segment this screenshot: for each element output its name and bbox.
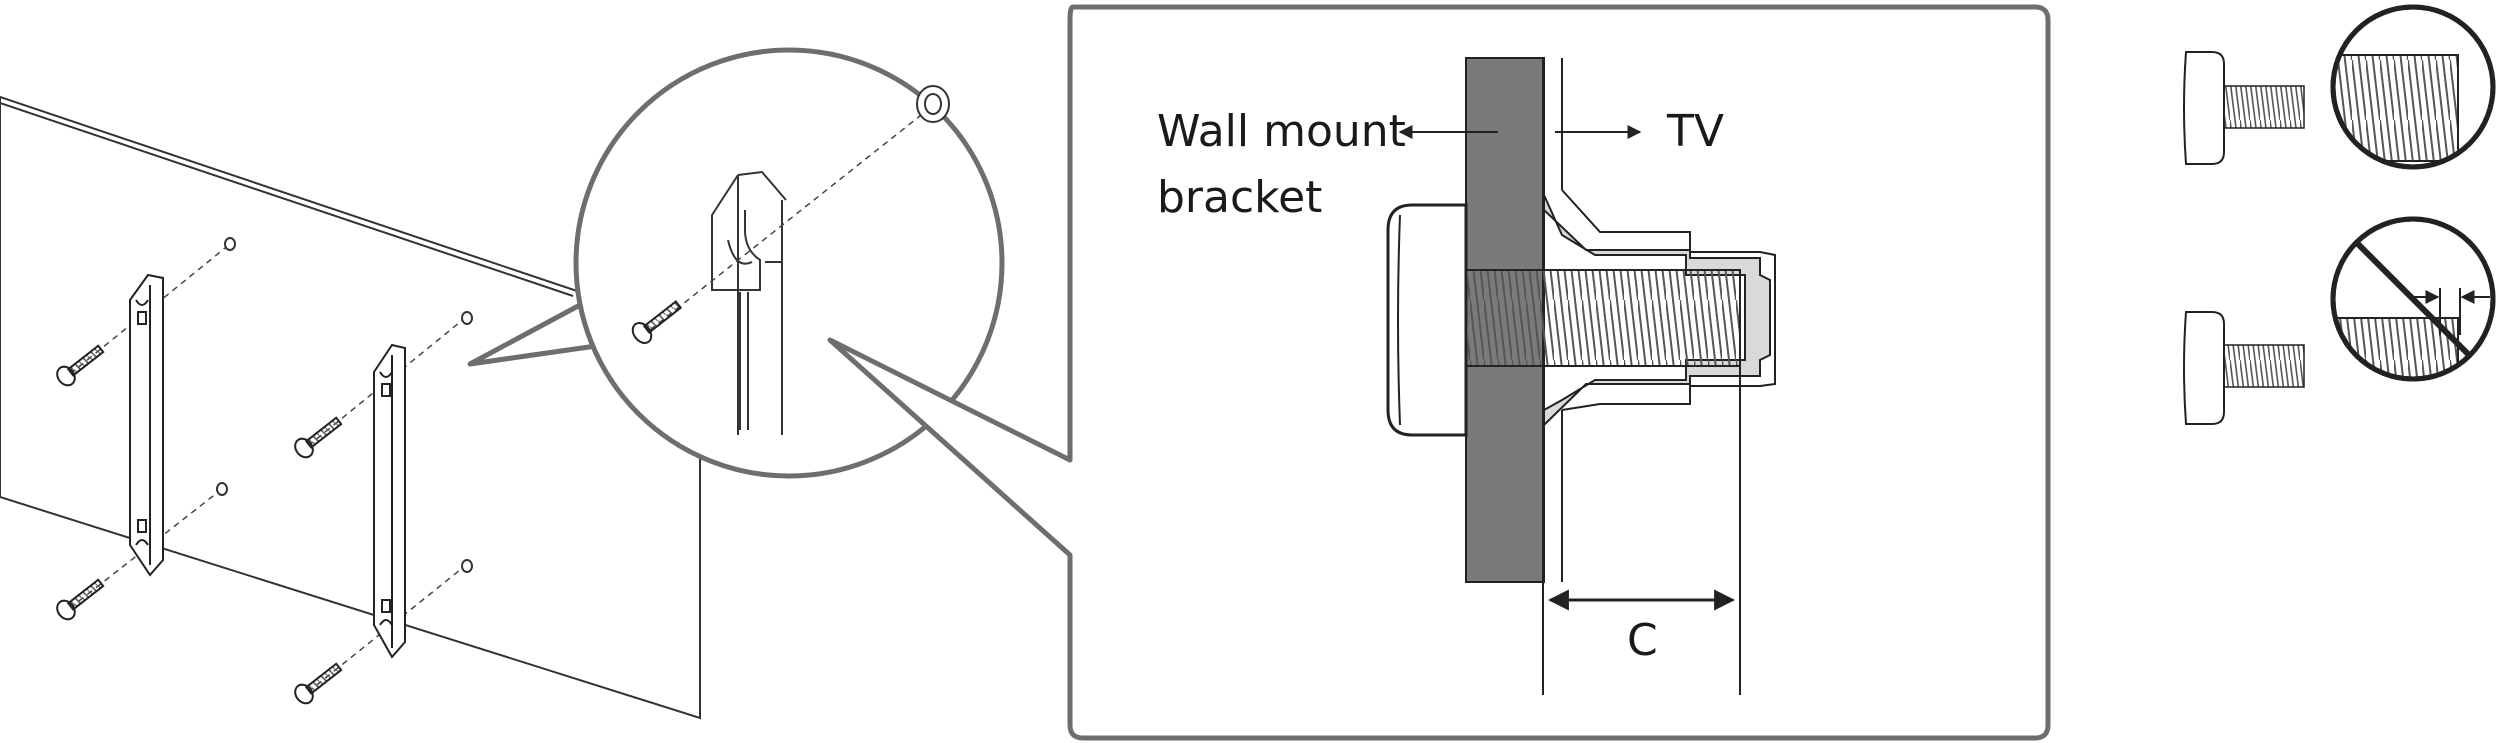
bracket-left (129, 273, 164, 577)
cross-section-panel: Wall mount bracket TV C (827, 4, 2051, 741)
incorrect-screw-example (2183, 216, 2496, 425)
screw-thread (1465, 269, 1741, 367)
correct-screw-example (2183, 4, 2496, 170)
label-wall-mount: Wall mount (1157, 106, 1406, 157)
label-tv: TV (1666, 106, 1724, 157)
zoom-callout (467, 47, 1005, 479)
mount-holes (216, 237, 473, 573)
tv-back-panel (0, 95, 701, 720)
label-bracket: bracket (1157, 172, 1322, 223)
bracket-right (373, 343, 406, 659)
screws-panel (56, 344, 343, 705)
prohibited-slash (2354, 240, 2472, 358)
screw-head (1386, 203, 1468, 437)
label-c: C (1627, 615, 1658, 666)
